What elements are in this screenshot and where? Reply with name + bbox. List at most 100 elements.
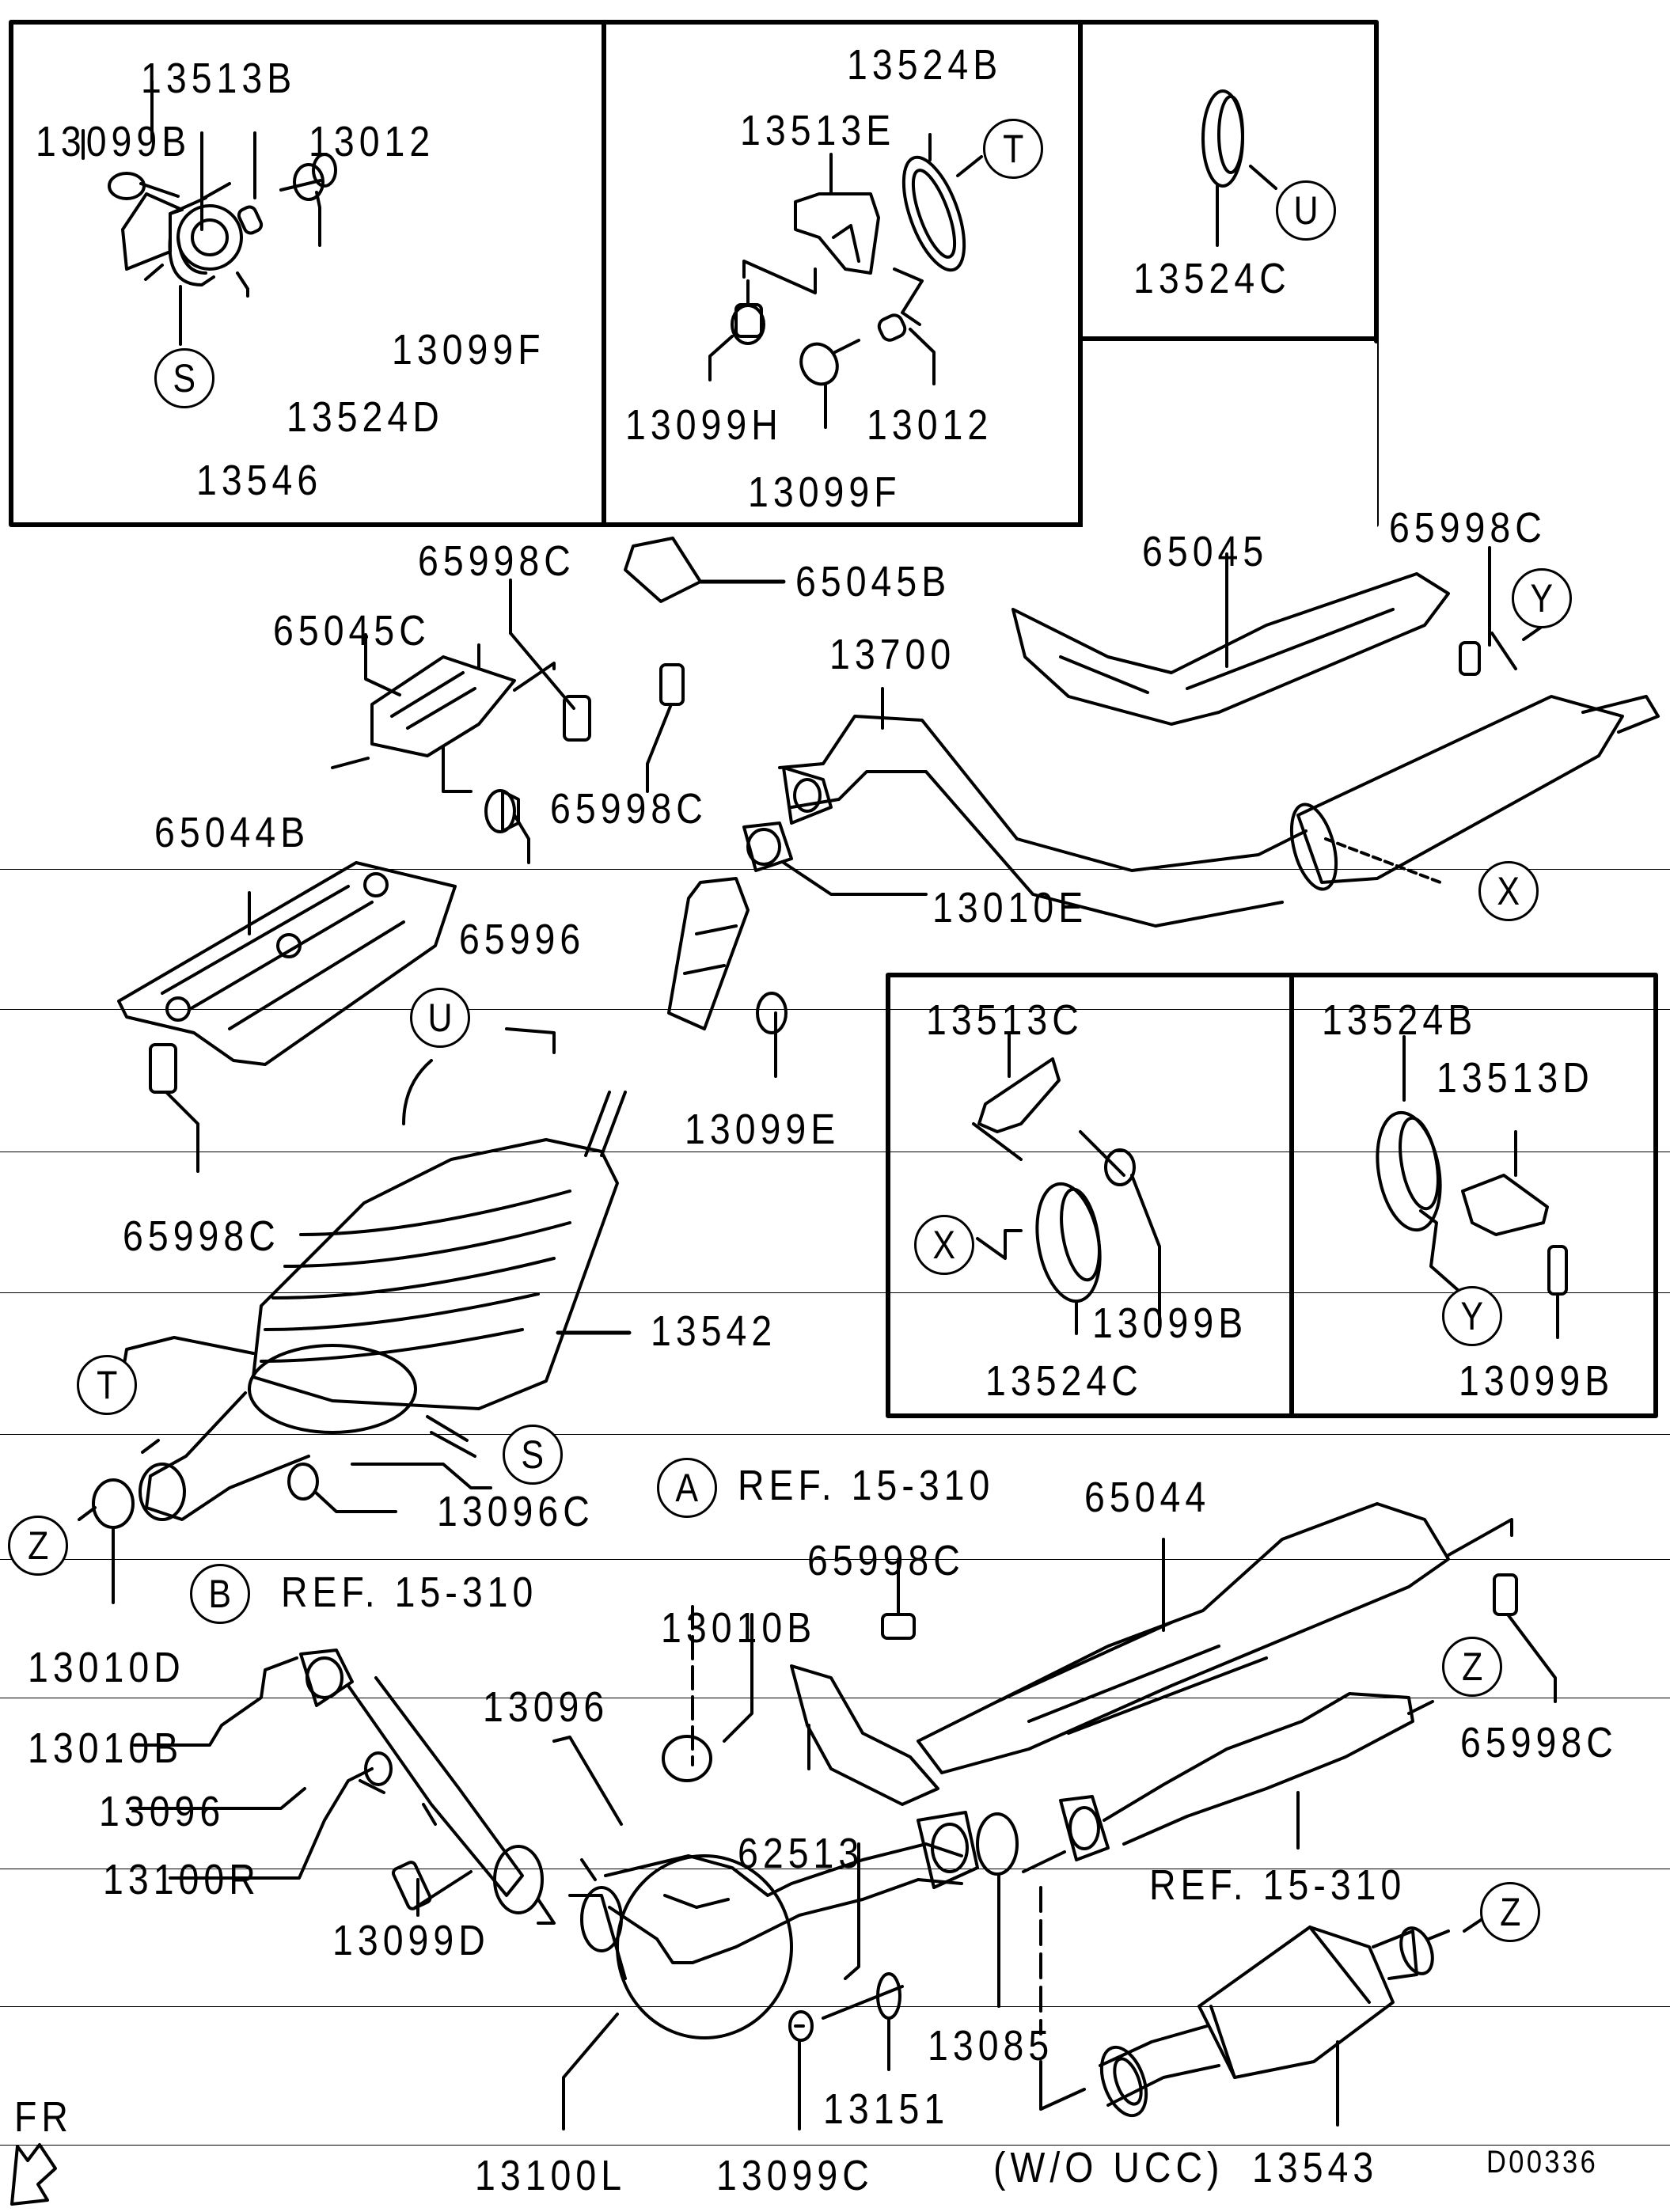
callout-z-right: Z [1442,1637,1502,1697]
part-label: 13524C [1133,255,1291,302]
clip-65045B [624,537,786,603]
part-label: 13542 [651,1307,777,1355]
part-label: 13100R [103,1856,260,1903]
muffler-13542 [121,877,788,1521]
bracket-62513 [790,1664,939,1806]
part-label: 13513C [926,996,1084,1044]
inset-frame-mid [886,973,1658,1418]
part-label: 65998C [1389,504,1547,552]
ring-13010D [78,1478,135,1604]
gasket-13010B-a [662,1605,753,1782]
callout-z-converter: Z [1480,1882,1540,1942]
inset-t-parts [708,133,983,429]
part-label: 65998C [807,1537,965,1584]
bolt-65998C [881,1558,916,1640]
part-label: 13099B [1459,1357,1615,1405]
part-label: 13524C [985,1357,1143,1405]
part-label: 13524D [287,393,444,441]
callout-z-left: Z [8,1516,68,1576]
shield-65044 [917,1502,1557,1774]
gasket-13085 [1022,1850,1086,2111]
scan-line [0,1292,1670,1293]
part-label: 65044 [1084,1474,1211,1521]
scan-line [0,2006,1670,2007]
inset-frame-top [9,20,1379,527]
part-label: 65996 [459,916,586,963]
converter-13543 [1099,1914,1490,2127]
part-label: 13010B [28,1724,184,1772]
inset-u-parts [1201,89,1277,247]
figure-code: D00336 [1486,2145,1599,2180]
part-label: 13513B [141,55,297,102]
inset-x-parts [972,1031,1161,1335]
part-label: 65045C [273,607,431,654]
scan-line [0,1009,1670,1010]
nut-13096C [287,1463,397,1513]
part-label: 13010E [932,884,1088,931]
part-label: 13524B [1322,996,1478,1044]
shield-65044B [117,861,457,1173]
part-label: 13096C [437,1488,594,1535]
ref-pipe [1059,1692,1434,1861]
shield-65045C [331,633,556,793]
reference-label: REF. 15-310 [738,1462,995,1509]
callout-a: A [657,1458,717,1518]
gasket-13010E [742,821,928,896]
part-label: 13012 [867,401,993,449]
callout-x-inset: X [914,1215,974,1275]
part-label: 13010D [28,1644,185,1691]
callout-s-main: S [503,1425,563,1485]
pipe-13700 [778,632,1660,928]
part-label: 13096 [99,1788,226,1835]
part-label: 13543 [1252,2144,1379,2191]
callout-x-main: X [1478,861,1539,921]
part-label: 65998C [418,537,575,585]
part-label: 65044B [154,809,310,856]
part-label: 13099D [332,1917,490,1964]
part-label: 13546 [196,457,323,504]
part-label: 13085 [928,2022,1054,2070]
inset-s-parts [82,80,337,346]
orientation-label: FR [14,2093,73,2141]
callout-s-inset: S [154,348,214,408]
part-label: 13099B [36,118,192,165]
part-label: 65998C [550,785,708,833]
callout-t-main: T [77,1355,137,1415]
scan-line [0,1559,1670,1560]
callout-y-main: Y [1512,568,1572,628]
part-label: 65998C [123,1212,280,1260]
part-label: 13096 [483,1683,609,1731]
part-label: 13012 [309,118,435,165]
scan-line [0,869,1670,870]
part-label: 13513D [1437,1054,1594,1102]
part-label: 13099B [1092,1300,1248,1347]
part-label: 13099F [392,326,545,374]
reference-label: REF. 15-310 [1149,1861,1406,1909]
note-label: (W/O UCC) [993,2144,1224,2191]
callout-y-inset: Y [1442,1286,1502,1346]
part-label: 13099E [685,1106,841,1153]
inset-y-parts [1376,1035,1568,1339]
callout-t-inset: T [983,119,1043,179]
part-label: 13099H [625,401,783,449]
callout-b: B [190,1564,250,1624]
part-label: 13099C [716,2152,874,2199]
front-pipe-assembly [129,1649,1019,2130]
shield-65045 [1011,546,1557,726]
part-label: 65998C [1460,1719,1618,1766]
bolt-group [484,579,685,864]
part-label: 13151 [823,2085,950,2133]
part-label: 65045B [795,558,951,605]
part-label: 62513 [738,1830,864,1877]
callout-u-inset: U [1276,180,1336,241]
callout-u-main: U [410,988,470,1048]
reference-label: REF. 15-310 [281,1569,538,1616]
part-label: 13099F [748,469,901,516]
part-label: 13100L [475,2152,627,2199]
scan-line [0,2145,1670,2146]
scan-line [0,1434,1670,1435]
part-label: 65045 [1142,528,1269,575]
part-label: 13700 [829,631,956,678]
